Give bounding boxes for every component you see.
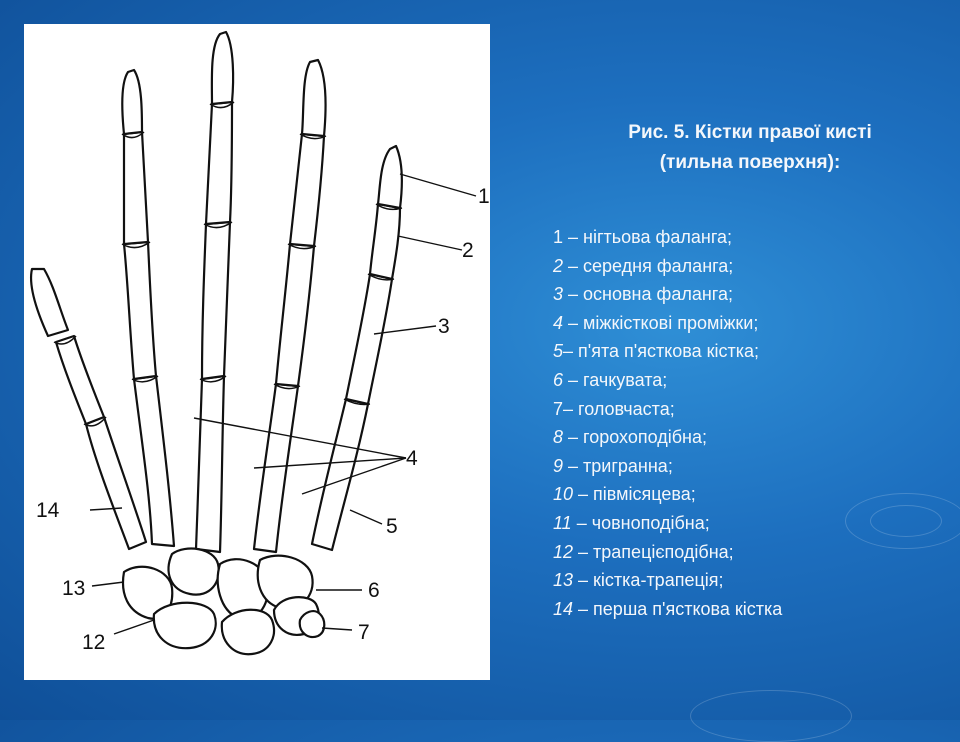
ring-middle-phalanx [288, 132, 326, 248]
legend-item: 10 – півмісяцева; [553, 480, 782, 509]
little-metacarpal [310, 397, 370, 552]
legend-item-number: 7 [553, 398, 564, 419]
legend-item: 2 – середня фаланга; [553, 252, 782, 281]
figure-label-7: 7 [358, 621, 370, 644]
ring-proximal-phalanx [274, 242, 316, 388]
legend-item-text: – середня фаланга; [563, 255, 734, 276]
legend-item-text: – човноподібна; [571, 512, 710, 533]
thumb-metacarpal [84, 415, 148, 551]
legend-item-text: – півмісяцева; [573, 484, 696, 505]
little-proximal-phalanx [344, 272, 394, 406]
thumb-distal-phalanx [30, 267, 70, 338]
legend-item-text: – кістка-трапеція; [573, 570, 724, 591]
carpal-pisiform [298, 610, 326, 639]
legend-item-number: 10 [553, 484, 574, 505]
legend-item: 1 – нігтьова фаланга; [553, 223, 782, 252]
legend-item: 4 – міжкісткові проміжки; [553, 309, 782, 338]
legend-item-text: – тригранна; [563, 455, 673, 476]
legend-item-number: 4 [553, 312, 564, 333]
figure-label-3: 3 [438, 315, 450, 338]
figure-label-12: 12 [82, 631, 106, 654]
legend-item: 12 – трапецієподібна; [553, 538, 782, 567]
legend-item-number: 5 [553, 341, 564, 362]
legend-item: 5– п'ята п'ясткова кістка; [553, 337, 782, 366]
figure-label-13: 13 [62, 577, 86, 600]
hand-skeleton-drawing [30, 30, 477, 656]
ring-distal-phalanx [300, 58, 327, 138]
carpal-lunate [220, 608, 276, 656]
figure-label-4: 4 [406, 447, 418, 470]
background-ripple [690, 690, 852, 742]
carpal-trapezoid [167, 547, 220, 596]
legend-item-text: – міжкісткові проміжки; [563, 312, 759, 333]
bones-legend: 1 – нігтьова фаланга;2 – середня фаланга… [553, 223, 782, 623]
ring-metacarpal [252, 382, 300, 554]
figure-label-1: 1 [478, 185, 490, 208]
middle-metacarpal [194, 374, 226, 554]
little-middle-phalanx [368, 202, 402, 281]
caption-subtitle: (тильна поверхня): [659, 152, 841, 173]
legend-item-text: – основна фаланга; [563, 284, 733, 305]
legend-item-number: 13 [553, 570, 574, 591]
index-metacarpal [132, 374, 176, 548]
legend-item-text: – нігтьова фаланга; [563, 227, 732, 247]
legend-item-text: – горохоподібна; [563, 427, 707, 448]
legend-item-number: 14 [553, 598, 574, 619]
legend-item-text: – перша п'ясткова кістка [573, 598, 783, 619]
carpal-scaphoid [152, 601, 217, 650]
legend-item-text: – трапецієподібна; [573, 541, 734, 562]
legend-item-number: 11 [553, 512, 572, 533]
index-proximal-phalanx [122, 240, 158, 381]
legend-item-number: 6 [553, 369, 564, 390]
figure-label-5: 5 [386, 515, 398, 538]
middle-distal-phalanx [210, 30, 235, 106]
caption-title: Рис. 5. Кістки правої кисті [628, 122, 872, 143]
legend-item-text: – головчаста; [563, 398, 675, 419]
middle-proximal-phalanx [200, 220, 232, 381]
figure-label-2: 2 [462, 239, 474, 262]
thumb-proximal-phalanx [54, 334, 106, 426]
legend-item-number: 1 [553, 227, 564, 247]
legend-item: 8 – горохоподібна; [553, 423, 782, 452]
legend-item: 11 – човноподібна; [553, 509, 782, 538]
index-middle-phalanx [122, 130, 150, 246]
legend-item-number: 9 [553, 455, 564, 476]
hand-bones-figure: 1 2 3 4 5 6 7 12 13 14 [24, 24, 490, 680]
legend-item-text: – п'ята п'ясткова кістка; [563, 341, 760, 362]
figure-label-14: 14 [36, 499, 60, 522]
legend-item: 6 – гачкувата; [553, 366, 782, 395]
legend-item: 3 – основна фаланга; [553, 280, 782, 309]
legend-item: 13 – кістка-трапеція; [553, 566, 782, 595]
index-distal-phalanx [121, 68, 144, 136]
middle-middle-phalanx [204, 100, 234, 226]
legend-item: 14 – перша п'ясткова кістка [553, 595, 782, 624]
legend-item-number: 8 [553, 427, 564, 448]
legend-item-text: – гачкувата; [563, 369, 668, 390]
figure-caption: Рис. 5. Кістки правої кисті (тильна пове… [560, 118, 940, 178]
background-ripple [845, 493, 960, 549]
little-distal-phalanx [376, 144, 403, 210]
legend-item: 7– головчаста; [553, 395, 782, 424]
legend-item-number: 3 [553, 284, 564, 305]
legend-item: 9 – тригранна; [553, 452, 782, 481]
legend-item-number: 2 [553, 255, 564, 276]
legend-item-number: 12 [553, 541, 574, 562]
figure-label-6: 6 [368, 579, 380, 602]
